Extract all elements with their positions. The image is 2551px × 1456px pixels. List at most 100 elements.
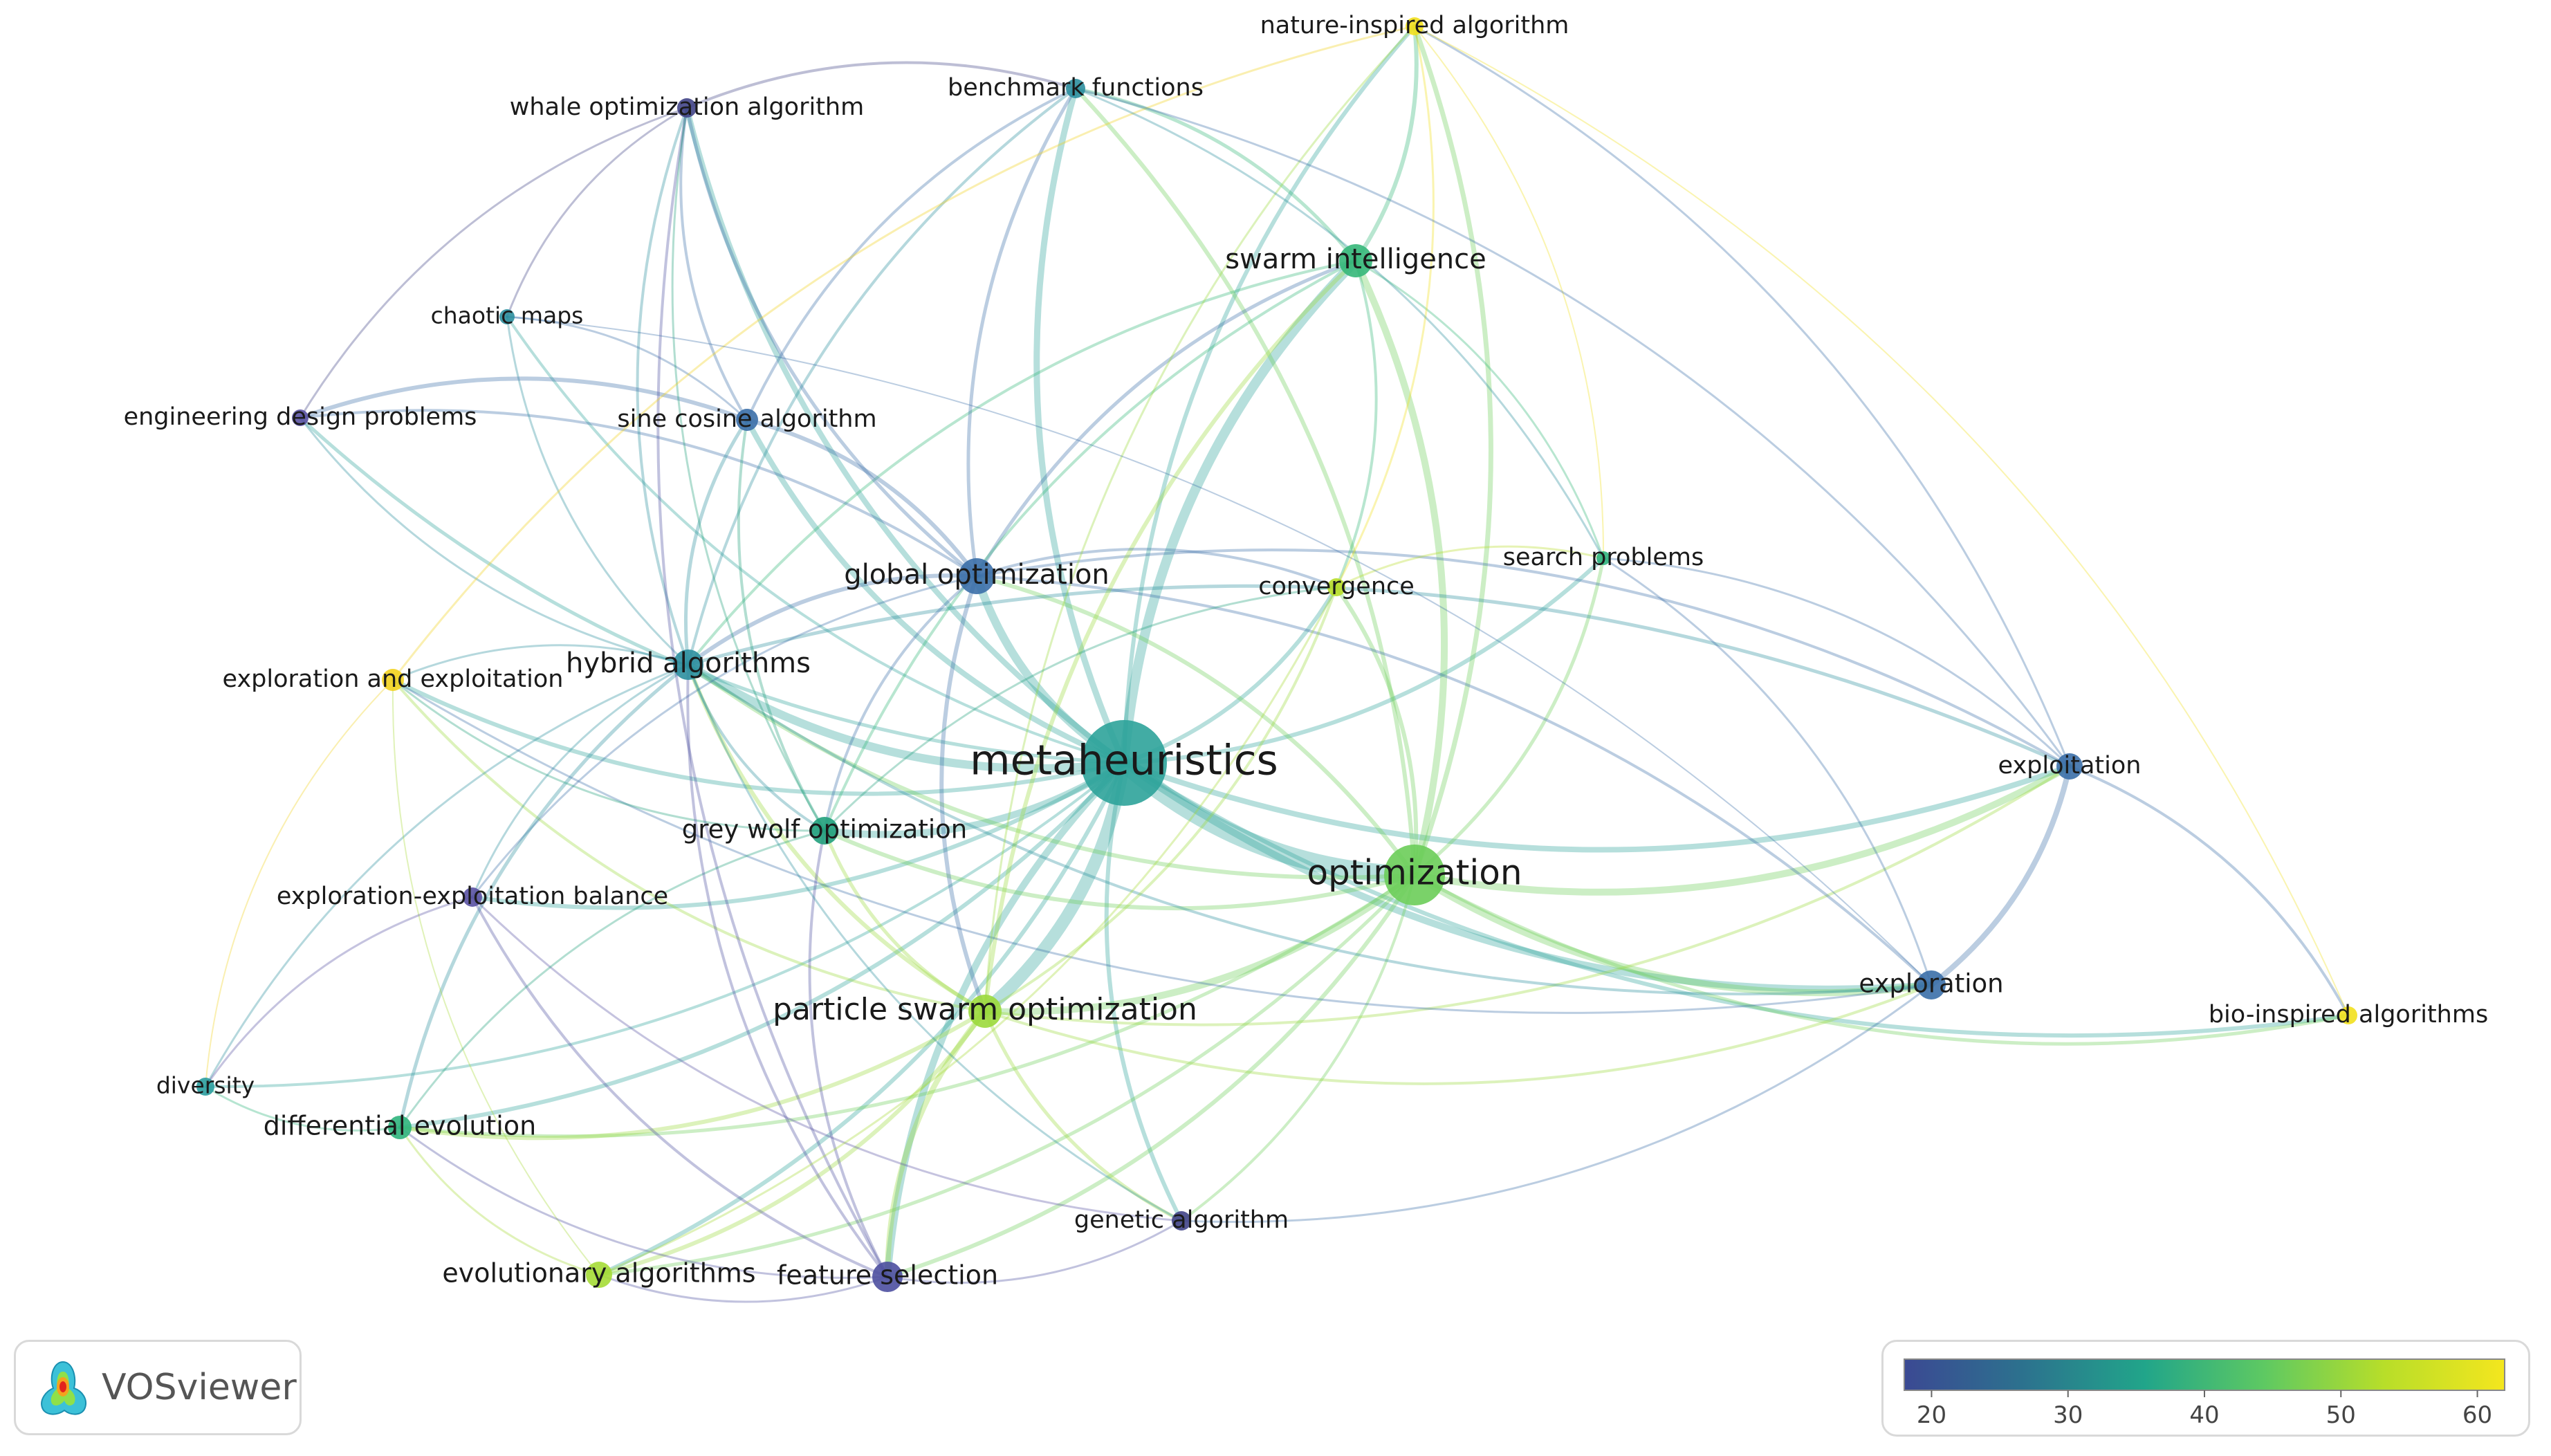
label-global[interactable]: global optimization: [844, 559, 1109, 591]
edge-convergence-search: [1335, 545, 1605, 589]
label-evolutionary[interactable]: evolutionary algorithms: [442, 1258, 755, 1289]
node-feature[interactable]: [872, 1262, 903, 1292]
node-sine[interactable]: [736, 409, 758, 431]
edge-hybrid-chaotic: [506, 315, 690, 666]
label-convergence[interactable]: convergence: [1258, 573, 1415, 600]
node-convergence[interactable]: [1327, 578, 1345, 596]
node-whale[interactable]: [677, 98, 697, 118]
tick-label-40: 40: [2189, 1401, 2219, 1429]
node-diversity[interactable]: [196, 1078, 214, 1096]
node-exploitation[interactable]: [2056, 753, 2083, 780]
edge-nature-pso: [984, 25, 1416, 1013]
label-benchmark[interactable]: benchmark functions: [948, 74, 1204, 102]
edge-explexp-evolutionary: [392, 679, 600, 1275]
edge-swarm-global: [975, 259, 1358, 578]
edge-explexp-nature: [392, 25, 1416, 681]
edge-eebalance-genetic: [471, 896, 1183, 1222]
edge-de-evolutionary: [398, 1126, 600, 1276]
node-bio[interactable]: [2339, 1006, 2357, 1024]
node-metaheuristics[interactable]: [1081, 720, 1167, 806]
edge-metaheuristics-de: [398, 761, 1126, 1130]
node-swarm[interactable]: [1339, 244, 1372, 277]
edge-metaheuristics-sine: [744, 417, 1127, 766]
node-optimization[interactable]: [1384, 845, 1445, 905]
label-whale[interactable]: whale optimization algorithm: [510, 93, 864, 121]
edge-nature-bio: [1414, 26, 2349, 1016]
network-edges: [204, 24, 2350, 1303]
edge-hybrid-engineering: [299, 416, 690, 666]
label-search[interactable]: search problems: [1503, 544, 1704, 571]
node-chaotic[interactable]: [499, 309, 515, 324]
edge-pso-de: [398, 1009, 987, 1141]
edge-whale-greywolf: [671, 107, 826, 832]
tick-label-60: 60: [2462, 1401, 2492, 1429]
label-metaheuristics[interactable]: metaheuristics: [970, 737, 1278, 785]
edge-pso-convergence: [984, 586, 1338, 1013]
edge-metaheuristics-greywolf: [821, 759, 1127, 838]
edge-optimization-greywolf: [822, 829, 1417, 911]
label-exploitation[interactable]: exploitation: [1998, 752, 2142, 780]
label-de[interactable]: differential evolution: [264, 1111, 536, 1141]
label-feature[interactable]: feature selection: [777, 1260, 998, 1291]
node-explexp[interactable]: [382, 669, 404, 691]
node-hybrid[interactable]: [673, 649, 703, 680]
label-chaotic[interactable]: chaotic maps: [431, 302, 584, 329]
edge-optimization-search: [1412, 556, 1605, 877]
edge-explexp-exploration: [392, 679, 1933, 1014]
node-engineering[interactable]: [292, 409, 308, 426]
label-optimization[interactable]: optimization: [1307, 853, 1522, 893]
edge-metaheuristics-swarm: [1119, 256, 1361, 768]
label-eebalance[interactable]: exploration-exploitation balance: [277, 883, 668, 910]
label-diversity[interactable]: diversity: [156, 1072, 255, 1099]
node-genetic[interactable]: [1172, 1211, 1191, 1231]
node-eebalance[interactable]: [463, 887, 482, 907]
node-search[interactable]: [1596, 551, 1610, 565]
edge-global-benchmark: [966, 86, 1078, 578]
label-swarm[interactable]: swarm intelligence: [1225, 243, 1486, 275]
edge-global-engineering: [299, 409, 978, 578]
edge-optimization-nature: [1412, 24, 1493, 878]
edge-global-eebalance: [471, 575, 978, 899]
label-exploration[interactable]: exploration: [1859, 969, 2003, 999]
label-pso[interactable]: particle swarm optimization: [773, 992, 1197, 1027]
node-de[interactable]: [388, 1116, 412, 1139]
edge-eebalance-hybrid: [471, 663, 690, 899]
label-engineering[interactable]: engineering design problems: [124, 403, 477, 431]
edge-metaheuristics-exploitation: [1121, 760, 2072, 853]
edge-genetic-exploration: [1180, 984, 1933, 1224]
node-pso[interactable]: [968, 995, 1002, 1028]
edge-pso-global: [939, 574, 987, 1013]
edge-sine-engineering: [298, 376, 749, 422]
label-greywolf[interactable]: grey wolf optimization: [682, 815, 967, 845]
edge-pso-hybrid: [686, 663, 987, 1013]
node-global[interactable]: [959, 558, 995, 594]
vosviewer-logo-icon: [41, 1361, 86, 1415]
edge-nature-convergence: [1335, 25, 1435, 589]
label-genetic[interactable]: genetic algorithm: [1074, 1206, 1289, 1234]
edge-benchmark-exploitation: [1074, 87, 2071, 768]
edge-eebalance-diversity: [204, 896, 474, 1088]
edge-exploration-global: [975, 575, 1933, 986]
edge-metaheuristics-optimization: [1115, 754, 1424, 884]
node-exploration[interactable]: [1917, 970, 1946, 999]
label-sine[interactable]: sine cosine algorithm: [617, 405, 876, 433]
edge-optimization-benchmark: [1074, 86, 1417, 877]
edge-metaheuristics-explexp: [391, 678, 1126, 796]
edge-greywolf-convergence: [823, 586, 1338, 832]
edge-feature-evolutionary: [598, 1273, 889, 1303]
node-evolutionary[interactable]: [586, 1262, 612, 1288]
edge-global-greywolf: [823, 575, 978, 832]
node-greywolf[interactable]: [811, 817, 838, 845]
edge-exploitation-bio: [2068, 765, 2350, 1017]
label-explexp[interactable]: exploration and exploitation: [223, 665, 564, 693]
edge-exploitation-pso: [984, 765, 2071, 1026]
label-bio[interactable]: bio-inspired algorithms: [2209, 1001, 2488, 1029]
edge-exploration-pso: [984, 984, 1933, 1085]
node-nature[interactable]: [1406, 17, 1424, 35]
node-benchmark[interactable]: [1066, 79, 1085, 98]
label-hybrid[interactable]: hybrid algorithms: [566, 647, 811, 679]
label-nature[interactable]: nature-inspired algorithm: [1260, 12, 1569, 39]
edge-exploitation-nature: [1413, 25, 2071, 768]
edge-global-whale: [685, 106, 979, 578]
